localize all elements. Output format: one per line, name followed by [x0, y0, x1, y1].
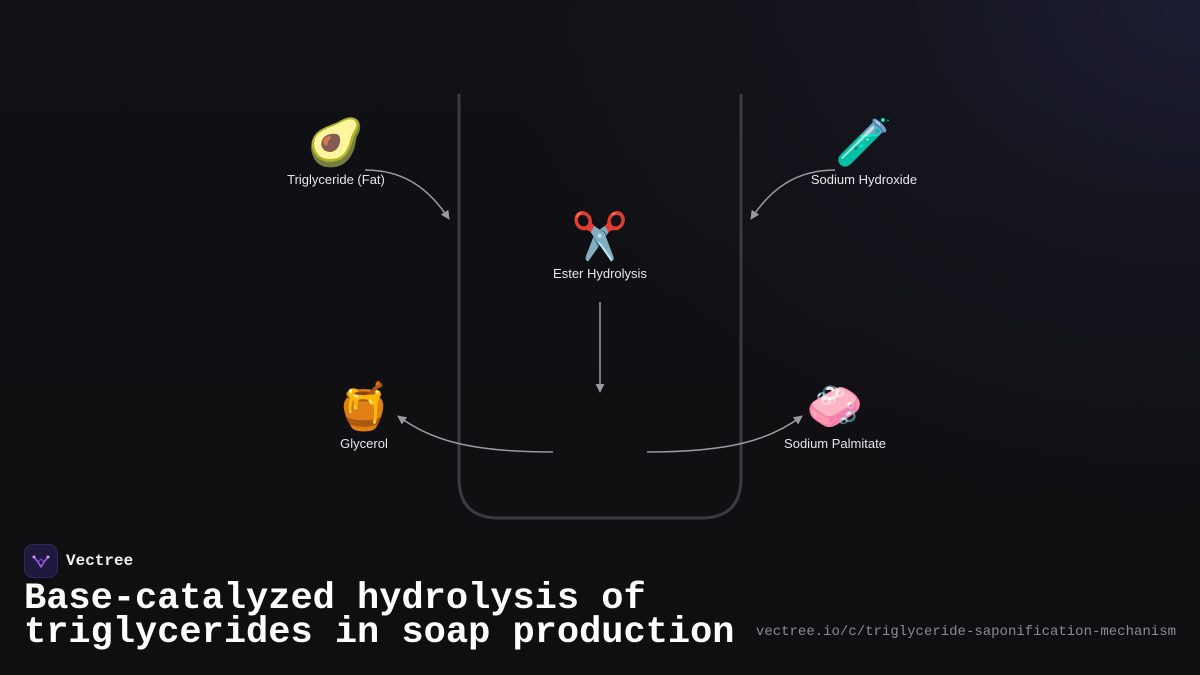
- brand: Vectree: [24, 544, 133, 578]
- vectree-logo-icon: [24, 544, 58, 578]
- arrow-sodium-hydroxide-to-hydrolysis: [750, 169, 836, 220]
- page-title: Base-catalyzed hydrolysis of triglycerid…: [24, 578, 735, 654]
- node-triglyceride: 🥑 Triglyceride (Fat): [236, 116, 436, 187]
- node-label: Ester Hydrolysis: [553, 266, 647, 281]
- arrow-to-sodium-palmitate: [646, 415, 803, 453]
- node-ester-hydrolysis: ✂️ Ester Hydrolysis: [500, 210, 700, 281]
- avocado-icon: 🥑: [307, 116, 365, 168]
- brand-name: Vectree: [66, 552, 134, 570]
- node-sodium-palmitate: 🧼 Sodium Palmitate: [735, 380, 935, 451]
- reaction-vessel: [457, 93, 743, 520]
- node-label: Glycerol: [340, 436, 388, 451]
- test-tube-icon: 🧪: [835, 116, 893, 168]
- node-sodium-hydroxide: 🧪 Sodium Hydroxide: [764, 116, 964, 187]
- honey-pot-icon: 🍯: [335, 380, 393, 432]
- node-label: Triglyceride (Fat): [287, 172, 385, 187]
- node-glycerol: 🍯 Glycerol: [264, 380, 464, 451]
- soap-icon: 🧼: [806, 380, 864, 432]
- node-label: Sodium Palmitate: [784, 436, 886, 451]
- arrow-to-glycerol: [397, 415, 554, 453]
- arrow-triglyceride-to-hydrolysis: [364, 169, 450, 220]
- scissors-icon: ✂️: [571, 210, 629, 262]
- node-label: Sodium Hydroxide: [810, 172, 918, 187]
- source-url[interactable]: vectree.io/c/triglyceride-saponification…: [755, 624, 1176, 640]
